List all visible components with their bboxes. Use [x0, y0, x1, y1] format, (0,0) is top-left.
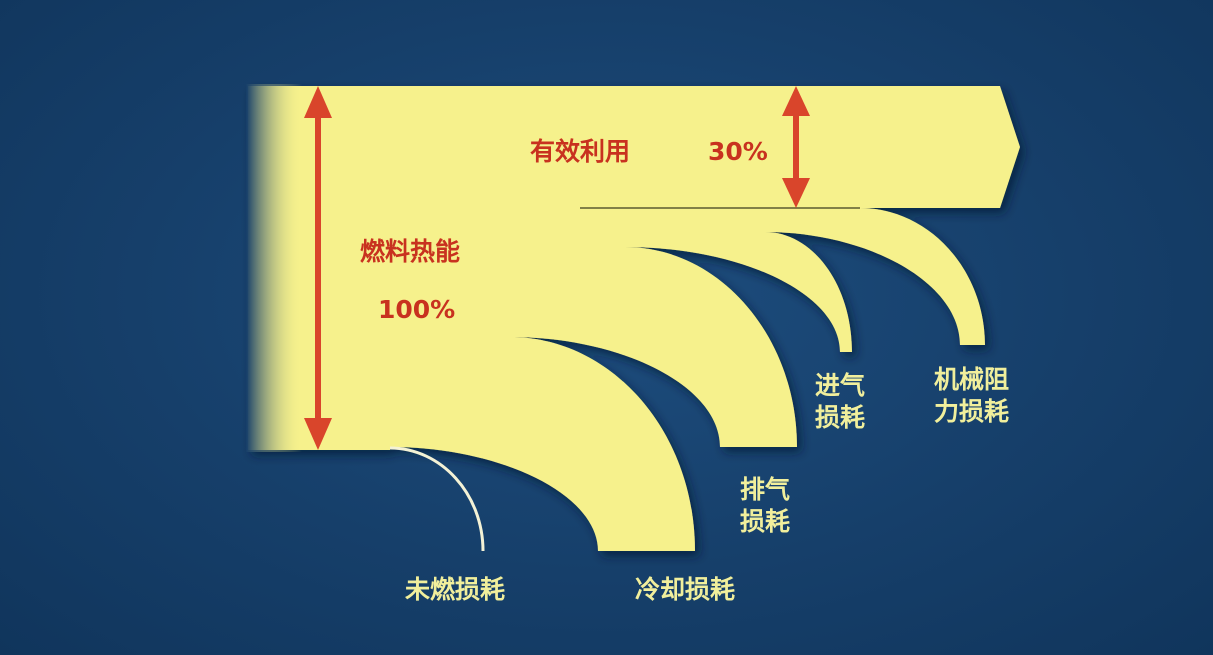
- loss-label-line: 机械阻: [934, 365, 1010, 394]
- branch-mechanical-loss: [765, 208, 985, 345]
- output-label: 有效利用: [530, 137, 631, 166]
- main-flow-body: [248, 86, 1020, 450]
- loss-label-intake: 进气损耗: [815, 370, 865, 434]
- output-arrow: [782, 86, 810, 208]
- loss-label-line: 损耗: [815, 403, 866, 432]
- loss-label-line: 力损耗: [934, 397, 1010, 426]
- input-value: 100%: [378, 295, 456, 324]
- left-fade: [246, 84, 302, 452]
- loss-label-line: 排气: [740, 475, 791, 504]
- branch-unburned-loss: [389, 446, 485, 552]
- loss-label-line: 冷却损耗: [635, 575, 736, 604]
- loss-label-line: 进气: [815, 371, 866, 400]
- input-arrow: [304, 86, 332, 450]
- loss-label-line: 未燃损耗: [405, 575, 506, 604]
- input-label: 燃料热能: [360, 237, 461, 266]
- loss-label-mechanical: 机械阻力损耗: [934, 364, 1009, 428]
- branch-cooling-loss: [390, 337, 695, 551]
- branch-intake-loss: [625, 232, 852, 352]
- output-value: 30%: [708, 137, 768, 166]
- branch-exhaust-loss: [510, 247, 797, 447]
- loss-label-unburned: 未燃损耗: [405, 574, 505, 606]
- loss-label-exhaust: 排气损耗: [740, 474, 790, 538]
- loss-label-cooling: 冷却损耗: [635, 574, 735, 606]
- loss-label-line: 损耗: [740, 507, 791, 536]
